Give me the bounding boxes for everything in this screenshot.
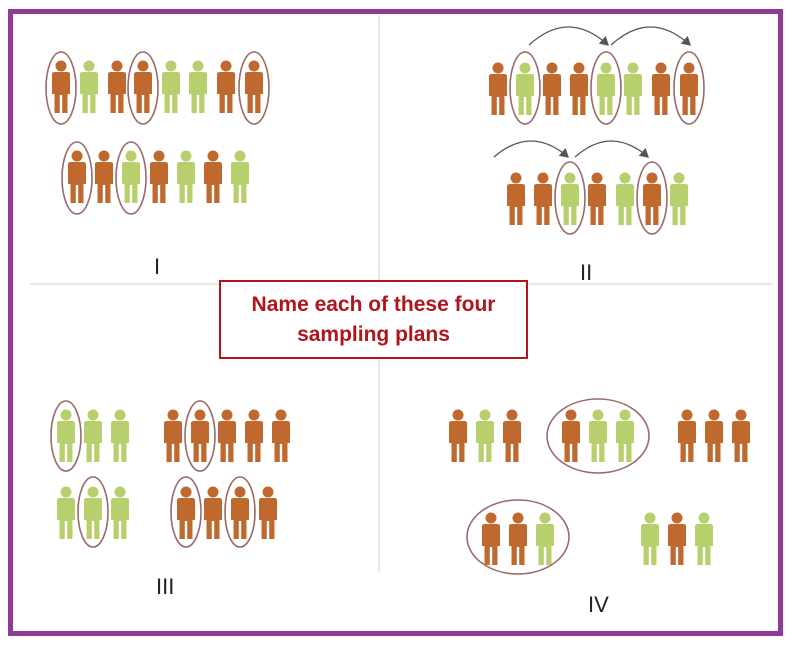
person-icon xyxy=(561,172,579,225)
panel-label-i: I xyxy=(154,254,161,279)
selection-circle xyxy=(45,51,77,125)
person-icon xyxy=(191,409,209,462)
person-icon xyxy=(204,150,222,203)
person-icon xyxy=(272,409,290,462)
person-icon xyxy=(476,409,494,462)
selection-circle xyxy=(50,400,82,472)
person-icon xyxy=(695,512,713,565)
person-icon xyxy=(562,409,580,462)
selection-circle xyxy=(127,51,159,125)
person-icon xyxy=(597,62,615,115)
skip-arrow xyxy=(493,140,569,158)
selection-circle xyxy=(115,141,147,215)
person-icon xyxy=(231,150,249,203)
person-icon xyxy=(624,62,642,115)
person-icon xyxy=(482,512,500,565)
person-icon xyxy=(732,409,750,462)
person-icon xyxy=(164,409,182,462)
person-icon xyxy=(57,486,75,539)
person-icon xyxy=(84,409,102,462)
person-icon xyxy=(705,409,723,462)
person-icon xyxy=(616,409,634,462)
person-icon xyxy=(449,409,467,462)
outer-frame xyxy=(8,9,783,636)
person-icon xyxy=(218,409,236,462)
skip-arrow xyxy=(574,140,649,158)
selection-circle xyxy=(170,476,202,548)
person-icon xyxy=(245,60,263,113)
person-icon xyxy=(177,486,195,539)
person-icon xyxy=(80,60,98,113)
prompt-line-2: sampling plans xyxy=(297,322,450,346)
person-icon xyxy=(652,62,670,115)
person-icon xyxy=(52,60,70,113)
skip-arrow xyxy=(610,26,691,46)
person-icon xyxy=(134,60,152,113)
person-icon xyxy=(108,60,126,113)
person-icon xyxy=(570,62,588,115)
person-icon xyxy=(177,150,195,203)
person-icon xyxy=(217,60,235,113)
person-icon xyxy=(668,512,686,565)
selection-circle xyxy=(77,476,109,548)
person-icon xyxy=(150,150,168,203)
selection-circle xyxy=(673,51,705,125)
person-icon xyxy=(68,150,86,203)
person-icon xyxy=(680,62,698,115)
selection-circle xyxy=(636,161,668,235)
selection-circle xyxy=(590,51,622,125)
selection-circle xyxy=(466,499,570,575)
person-icon xyxy=(516,62,534,115)
person-icon xyxy=(122,150,140,203)
person-icon xyxy=(259,486,277,539)
person-icon xyxy=(503,409,521,462)
selection-circle xyxy=(184,400,216,472)
panel-label-ii: II xyxy=(580,260,593,285)
person-icon xyxy=(162,60,180,113)
person-icon xyxy=(641,512,659,565)
person-icon xyxy=(95,150,113,203)
selection-circle xyxy=(509,51,541,125)
person-icon xyxy=(670,172,688,225)
person-icon xyxy=(588,172,606,225)
person-icon xyxy=(111,409,129,462)
selection-circle xyxy=(546,398,650,474)
panel-label-iv: IV xyxy=(588,592,609,617)
person-icon xyxy=(536,512,554,565)
person-icon xyxy=(589,409,607,462)
selection-circle xyxy=(238,51,270,125)
person-icon xyxy=(57,409,75,462)
person-icon xyxy=(534,172,552,225)
person-icon xyxy=(489,62,507,115)
person-icon xyxy=(189,60,207,113)
person-icon xyxy=(509,512,527,565)
panel-label-iii: III xyxy=(156,574,175,599)
person-icon xyxy=(245,409,263,462)
person-icon xyxy=(616,172,634,225)
skip-arrow xyxy=(528,26,609,46)
person-icon xyxy=(204,486,222,539)
person-icon xyxy=(507,172,525,225)
prompt-box: Name each of these four sampling plans xyxy=(219,280,528,359)
selection-circle xyxy=(224,476,256,548)
selection-circle xyxy=(61,141,93,215)
person-icon xyxy=(84,486,102,539)
person-icon xyxy=(111,486,129,539)
person-icon xyxy=(643,172,661,225)
prompt-line-1: Name each of these four xyxy=(251,292,496,316)
person-icon xyxy=(543,62,561,115)
person-icon xyxy=(678,409,696,462)
person-icon xyxy=(231,486,249,539)
selection-circle xyxy=(554,161,586,235)
